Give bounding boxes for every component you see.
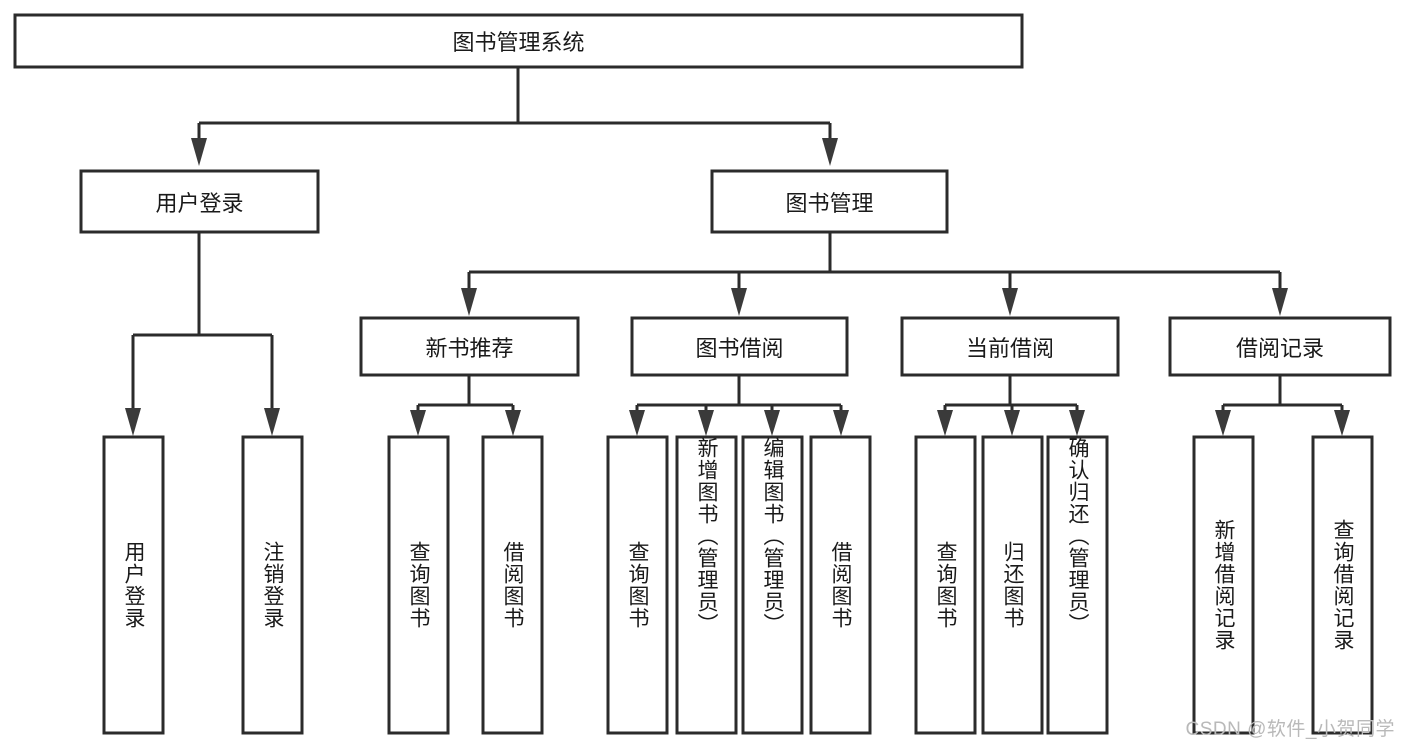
arrowhead-new-book-rec — [461, 288, 477, 316]
arrowhead-current-borrow — [1002, 288, 1018, 316]
watermark-text: CSDN @软件_小贺同学 — [1185, 719, 1395, 740]
connector-group-new-book-rec — [410, 375, 521, 436]
arrowhead-book-manage — [822, 138, 838, 166]
node-box-user-login[interactable] — [79, 169, 320, 234]
node-box-root[interactable] — [13, 13, 1024, 69]
node-box-leaf-borrow-book-1[interactable] — [481, 435, 544, 735]
node-box-current-borrow[interactable] — [900, 316, 1120, 377]
arrowhead-leaf-return-book — [1004, 410, 1020, 436]
node-box-leaf-add-book[interactable] — [675, 435, 738, 735]
node-box-leaf-borrow-book-2[interactable] — [809, 435, 872, 735]
arrowhead-book-borrow — [731, 288, 747, 316]
arrowhead-leaf-query-book-2 — [629, 410, 645, 436]
arrowhead-leaf-edit-book — [764, 410, 780, 436]
node-box-leaf-add-record[interactable] — [1192, 435, 1255, 735]
connector-group-current-borrow — [937, 375, 1085, 436]
node-box-leaf-query-record[interactable] — [1311, 435, 1374, 735]
node-box-leaf-query-book-3[interactable] — [914, 435, 977, 735]
arrowhead-leaf-confirm-return — [1069, 410, 1085, 436]
arrowhead-leaf-query-record — [1334, 410, 1350, 436]
arrowhead-leaf-add-record — [1215, 410, 1231, 436]
node-box-leaf-return-book[interactable] — [981, 435, 1044, 735]
connector-group-root — [191, 67, 838, 166]
arrowhead-leaf-query-book-3 — [937, 410, 953, 436]
arrowhead-leaf-user-login — [125, 408, 141, 436]
node-box-leaf-confirm-return[interactable] — [1046, 435, 1109, 735]
arrowhead-user-login — [191, 138, 207, 166]
node-box-new-book-rec[interactable] — [359, 316, 580, 377]
node-box-leaf-edit-book[interactable] — [741, 435, 804, 735]
node-box-book-borrow[interactable] — [630, 316, 849, 377]
node-box-leaf-query-book-1[interactable] — [387, 435, 450, 735]
arrowhead-leaf-borrow-book-2 — [833, 410, 849, 436]
arrowhead-leaf-query-book-1 — [410, 410, 426, 436]
arrowhead-leaf-borrow-book-1 — [505, 410, 521, 436]
connector-group-book-borrow — [629, 375, 849, 436]
connector-group-user-login — [125, 232, 280, 436]
node-box-leaf-logout[interactable] — [241, 435, 304, 735]
connector-group-borrow-record — [1215, 375, 1350, 436]
arrowhead-borrow-record — [1272, 288, 1288, 316]
node-box-book-manage[interactable] — [710, 169, 949, 234]
arrowhead-leaf-logout — [264, 408, 280, 436]
node-box-leaf-query-book-2[interactable] — [606, 435, 669, 735]
node-box-borrow-record[interactable] — [1168, 316, 1392, 377]
connector-group-book-manage — [461, 232, 1288, 316]
arrowhead-leaf-add-book — [698, 410, 714, 436]
node-box-leaf-user-login[interactable] — [102, 435, 165, 735]
